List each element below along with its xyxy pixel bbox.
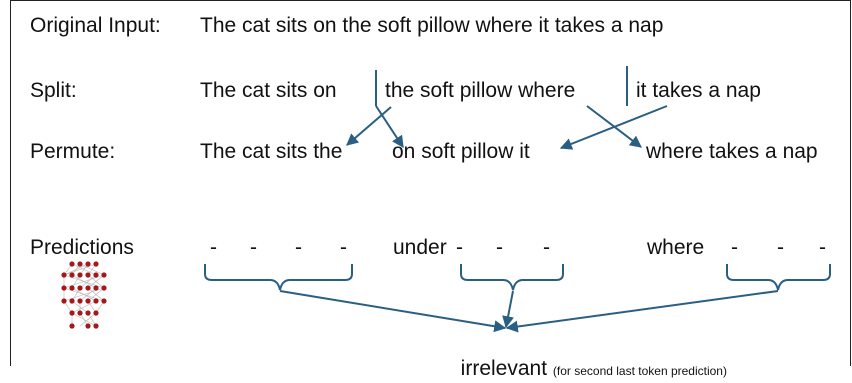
split-segment-2: the soft pillow where	[385, 79, 576, 102]
original-input-text: The cat sits on the soft pillow where it…	[200, 14, 664, 37]
prediction-dash: -	[496, 236, 503, 259]
split-segment-3: it takes a nap	[636, 79, 761, 102]
diagram-arrows	[61, 66, 831, 333]
irrelevant-arrow	[279, 290, 507, 333]
prediction-dash: -	[543, 236, 550, 259]
split-segment-1: The cat sits on	[200, 79, 337, 102]
neural-network-nodes	[61, 261, 107, 329]
prediction-dash: -	[731, 236, 738, 259]
row-label-original: Original Input:	[30, 14, 161, 37]
irrelevant-note: (for second last token prediction)	[552, 364, 727, 378]
permute-arrow	[559, 105, 668, 150]
neural-network-icon	[63, 263, 105, 327]
prediction-word-under: under	[393, 236, 447, 259]
irrelevant-arrow	[505, 290, 779, 333]
prediction-word-where: where	[647, 236, 705, 259]
row-label-permute: Permute:	[30, 140, 116, 163]
prediction-dash: -	[295, 236, 302, 259]
prediction-dash: -	[340, 236, 347, 259]
prediction-dash: -	[456, 236, 463, 259]
prediction-dash: -	[819, 236, 826, 259]
irrelevant-arrow	[502, 290, 514, 329]
brace-left	[204, 264, 353, 291]
prediction-dash: -	[210, 236, 217, 259]
brace-right	[726, 264, 831, 291]
prediction-dash: -	[250, 236, 257, 259]
brace-middle	[460, 264, 564, 291]
permute-segment-3: where takes a nap	[646, 140, 818, 163]
prediction-dash: -	[777, 236, 784, 259]
row-label-predictions: Predictions	[30, 236, 134, 259]
row-label-split: Split:	[30, 79, 77, 102]
diagram-frame	[10, 0, 851, 366]
permute-arrow	[346, 106, 392, 146]
permute-arrow	[375, 105, 404, 149]
permute-segment-1: The cat sits the	[200, 140, 343, 163]
